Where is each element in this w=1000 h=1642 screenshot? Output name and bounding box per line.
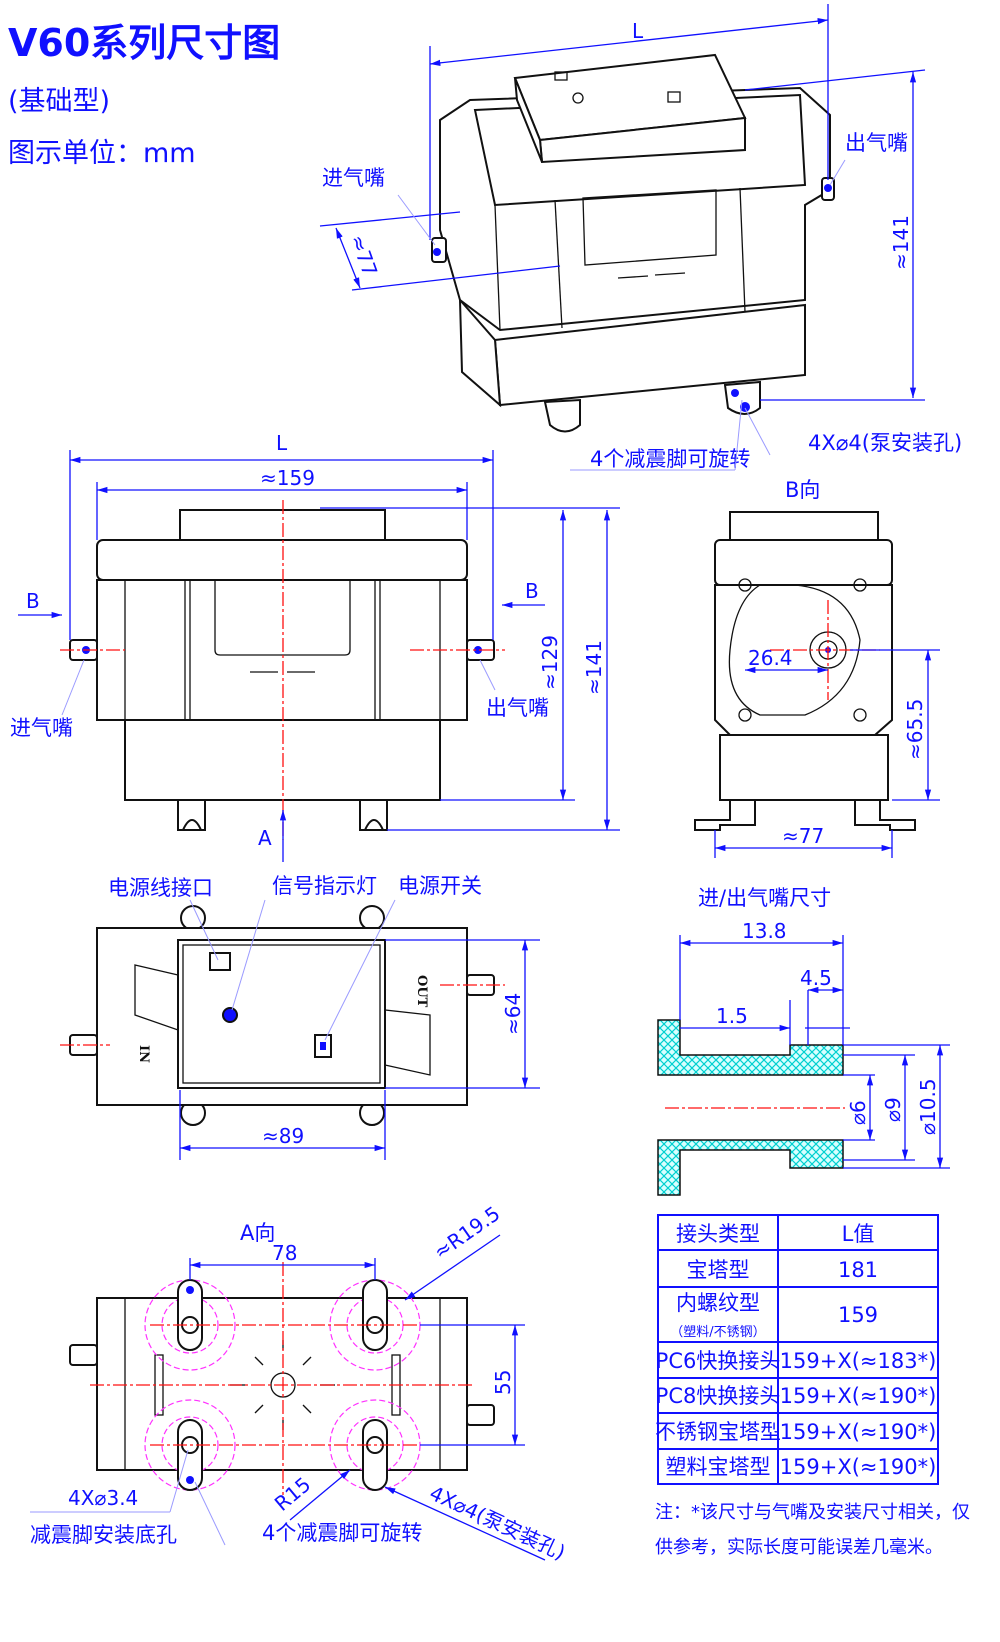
bottom-feet-holes: 减震脚安装底孔 [30,1523,177,1547]
bottom-dim-78: 78 [272,1241,297,1265]
table-cell-value: 159+X(≈183*) [780,1349,937,1373]
front-view: L ≈159 ≈129 ≈141 B B A 进气嘴 出气嘴 [10,431,620,862]
table-cell-type: PC8快换接头 [656,1384,781,1408]
table-cell-value: 159 [838,1303,878,1327]
iso-dim-height: ≈141 [889,215,913,270]
table-cell-value: 159+X(≈190*) [780,1384,937,1408]
side-dim-77: ≈77 [782,824,824,848]
table-cell-value: 159+X(≈190*) [780,1455,937,1479]
front-arrow-b-right: B [525,579,539,603]
connector-table: 接头类型 L值 宝塔型 181 内螺纹型 （塑料/不锈钢） 159 PC6快换接… [655,1214,939,1485]
nozzle-dim-d10-5: ⌀10.5 [916,1078,940,1135]
table-cell-type: PC6快换接头 [656,1349,781,1373]
front-dim-129: ≈129 [538,635,562,690]
bottom-dim-55: 55 [491,1370,515,1395]
in-label: IN [136,1045,151,1063]
nozzle-dim-1-5: 1.5 [716,1004,748,1028]
foot-bottom-left [144,1399,236,1491]
table-cell-value: 181 [838,1258,878,1282]
side-view-title: B向 [785,478,820,502]
power-switch-label: 电源开关 [398,874,482,898]
nozzle-title: 进/出气嘴尺寸 [698,886,831,910]
note-line-1: 注：*该尺寸与气嘴及安装尺寸相关，仅 [655,1502,970,1523]
page-title: V60系列尺寸图 [8,21,280,65]
top-dim-89: ≈89 [262,1124,304,1148]
table-cell-sub: （塑料/不锈钢） [670,1325,765,1340]
side-view: B向 26.4 ≈65.5 ≈77 [694,478,940,858]
iso-view: L ≈141 ≈77 进气嘴 出气嘴 4个减震脚可旋转 4X⌀4(泵安装孔) [319,4,962,471]
nozzle-dim-d9: ⌀9 [881,1097,905,1122]
bottom-feet-note: 4个减震脚可旋转 [262,1521,422,1545]
top-dim-64: ≈64 [501,993,525,1035]
front-outlet-label: 出气嘴 [486,696,549,720]
table-cell-type: 内螺纹型 [676,1291,760,1315]
signal-light-label: 信号指示灯 [272,874,377,898]
table-header-l: L值 [842,1222,875,1246]
front-dim-141: ≈141 [582,640,606,695]
note-line-2: 供参考，实际长度可能误差几毫米。 [655,1537,943,1558]
iso-inlet-label: 进气嘴 [322,166,385,190]
iso-dim-depth: ≈77 [345,232,382,280]
bottom-holes-34: 4X⌀3.4 [68,1486,138,1510]
front-dim-159: ≈159 [260,466,315,490]
table-header-type: 接头类型 [676,1222,760,1246]
table-cell-type: 塑料宝塔型 [666,1455,771,1479]
page-subtitle: (基础型) [8,86,110,117]
front-dim-L: L [276,431,288,455]
front-arrow-a: A [258,826,272,850]
iso-mount-holes: 4X⌀4(泵安装孔) [808,431,962,455]
power-port-label: 电源线接口 [108,876,213,900]
table-cell-type: 不锈钢宝塔型 [655,1420,781,1444]
side-dim-26-4: 26.4 [748,646,793,670]
table-cell-value: 159+X(≈190*) [780,1420,937,1444]
unit-label: 图示单位：mm [8,138,196,169]
out-label: OUT [414,975,429,1008]
iso-outlet-label: 出气嘴 [845,131,908,155]
bottom-view-title: A向 [240,1221,275,1245]
side-dim-65-5: ≈65.5 [903,699,927,760]
nozzle-dim-4-5: 4.5 [800,966,832,990]
nozzle-section: 进/出气嘴尺寸 13.8 4.5 1.5 ⌀6 ⌀9 ⌀10.5 [657,886,950,1196]
bottom-mount-holes: 4X⌀4(泵安装孔) [426,1481,569,1565]
iso-dim-L: L [632,19,644,43]
nozzle-dim-13-8: 13.8 [742,919,787,943]
nozzle-dim-d6: ⌀6 [846,1100,870,1125]
top-view: IN OUT ≈64 ≈89 电源线接口 信号指示灯 电源开关 [60,874,540,1160]
bottom-dim-r19-5: ≈R19.5 [429,1201,504,1264]
front-inlet-label: 进气嘴 [10,716,73,740]
bottom-view: A向 [30,1201,569,1565]
front-arrow-b-left: B [26,589,40,613]
bottom-dim-r15: R15 [270,1472,316,1516]
iso-feet-note: 4个减震脚可旋转 [590,447,750,471]
table-cell-type: 宝塔型 [687,1258,750,1282]
